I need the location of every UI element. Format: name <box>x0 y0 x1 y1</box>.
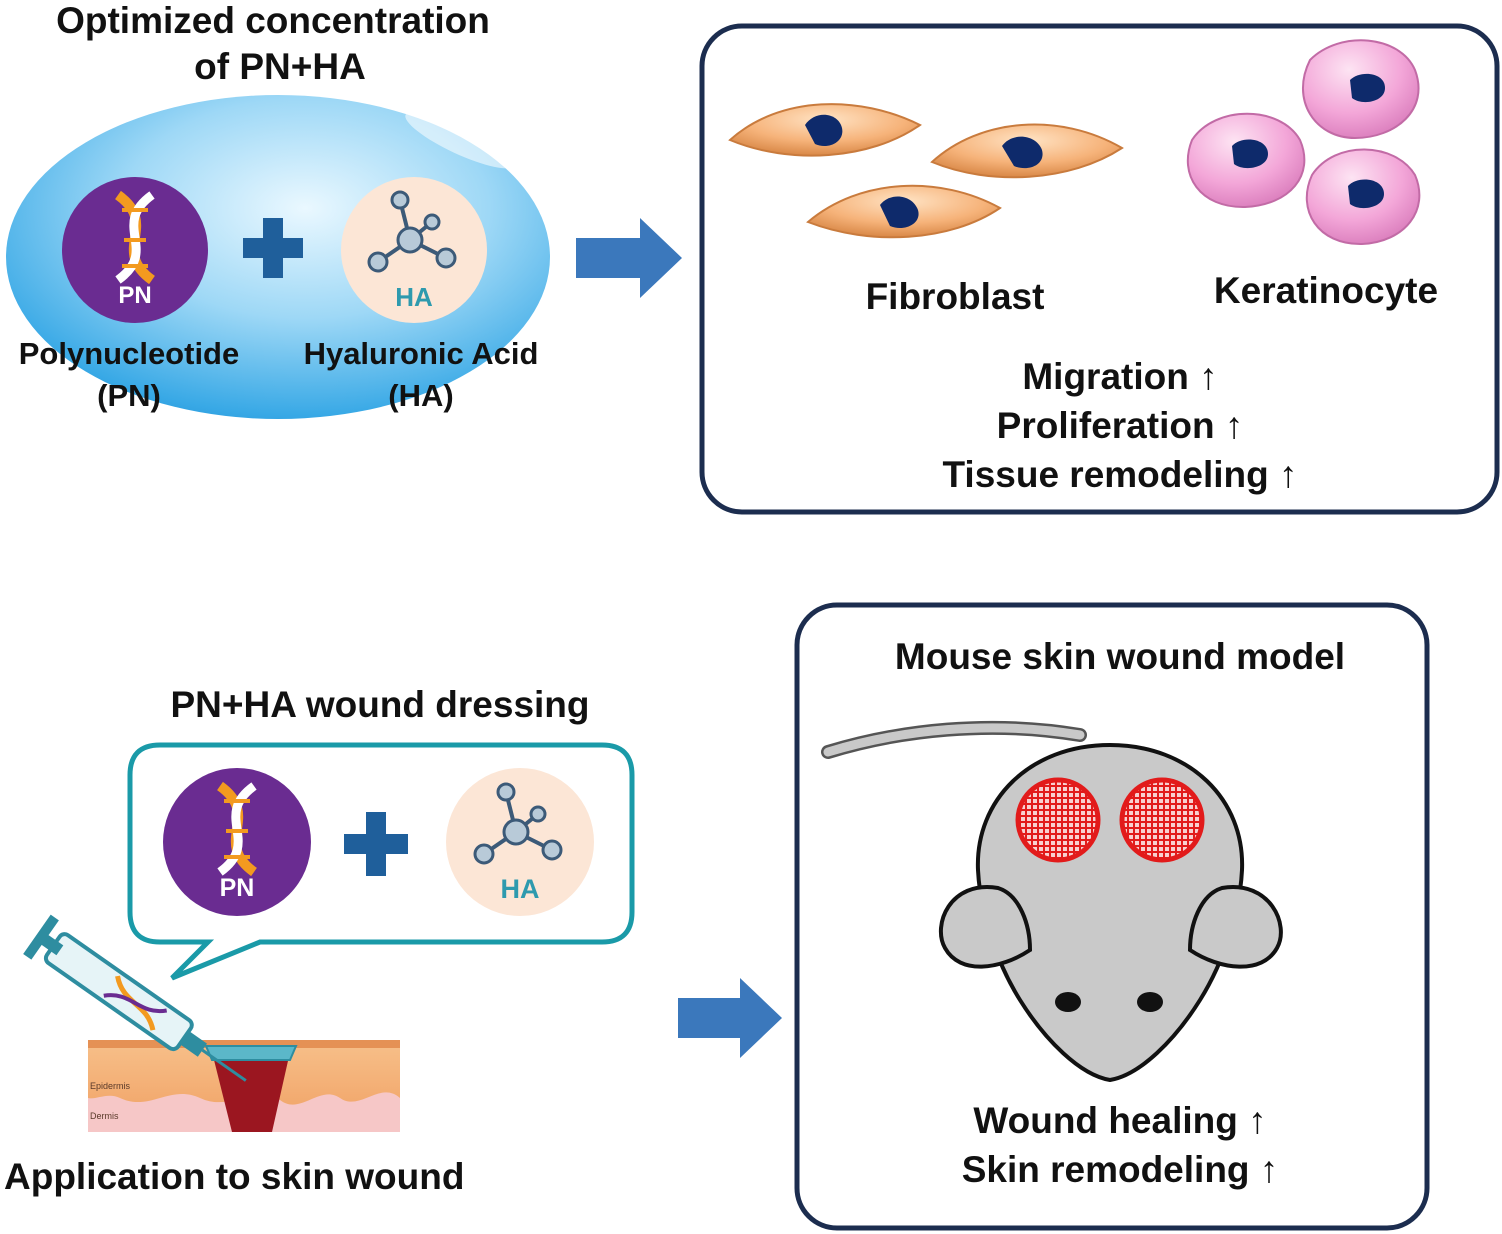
effect-tissue-remodeling: Tissue remodeling ↑ <box>942 454 1298 495</box>
keratinocyte-cell-icon <box>1305 148 1421 246</box>
pn-badge-label: PN <box>118 282 152 309</box>
pn-icon <box>62 177 208 323</box>
dressing-title: PN+HA wound dressing <box>170 684 590 725</box>
pn-icon <box>163 768 311 916</box>
ha-badge-label: HA <box>395 282 433 312</box>
effect-wound-healing: Wound healing ↑ <box>973 1100 1267 1141</box>
arrow-right-icon <box>678 978 782 1058</box>
effect-proliferation: Proliferation ↑ <box>996 405 1244 446</box>
dermis-label: Dermis <box>90 1111 119 1121</box>
mouse-model-panel <box>794 602 1430 1231</box>
dressing-pn-badge-label: PN <box>219 874 255 902</box>
top-left-title-line2: of PN+HA <box>194 46 366 87</box>
effect-skin-remodeling: Skin remodeling ↑ <box>961 1149 1279 1190</box>
mouse-panel-title: Mouse skin wound model <box>894 636 1346 677</box>
ha-molecule-icon <box>446 768 594 916</box>
dressing-ha-badge-label: HA <box>500 874 540 904</box>
pn-name-line2: (PN) <box>97 378 161 413</box>
fibroblast-cell-icon <box>930 123 1124 179</box>
cell-effects-panel <box>699 23 1500 515</box>
syringe-icon <box>23 914 247 1082</box>
keratinocyte-cell-icon <box>1301 39 1420 140</box>
epidermis-label: Epidermis <box>90 1081 131 1091</box>
keratinocyte-cell-icon <box>1186 112 1306 209</box>
keratinocyte-label: Keratinocyte <box>1213 270 1439 311</box>
wound-site-icon <box>1015 777 1101 863</box>
plus-icon <box>243 218 303 278</box>
ha-molecule-icon <box>341 177 487 323</box>
arrow-right-icon <box>576 218 682 298</box>
fibroblast-cell-icon <box>728 103 922 157</box>
application-caption: Application to skin wound <box>4 1156 465 1197</box>
fibroblast-cell-icon <box>806 184 1002 239</box>
effect-migration: Migration ↑ <box>1022 356 1218 397</box>
ha-name-line1: Hyaluronic Acid <box>303 336 539 371</box>
skin-cross-section <box>88 1040 400 1132</box>
plus-icon <box>344 812 408 876</box>
fibroblast-label: Fibroblast <box>865 276 1045 317</box>
top-left-title-line1: Optimized concentration <box>56 0 490 41</box>
ha-name-line2: (HA) <box>388 378 454 413</box>
wound-site-icon <box>1119 777 1205 863</box>
pn-name-line1: Polynucleotide <box>18 336 240 371</box>
